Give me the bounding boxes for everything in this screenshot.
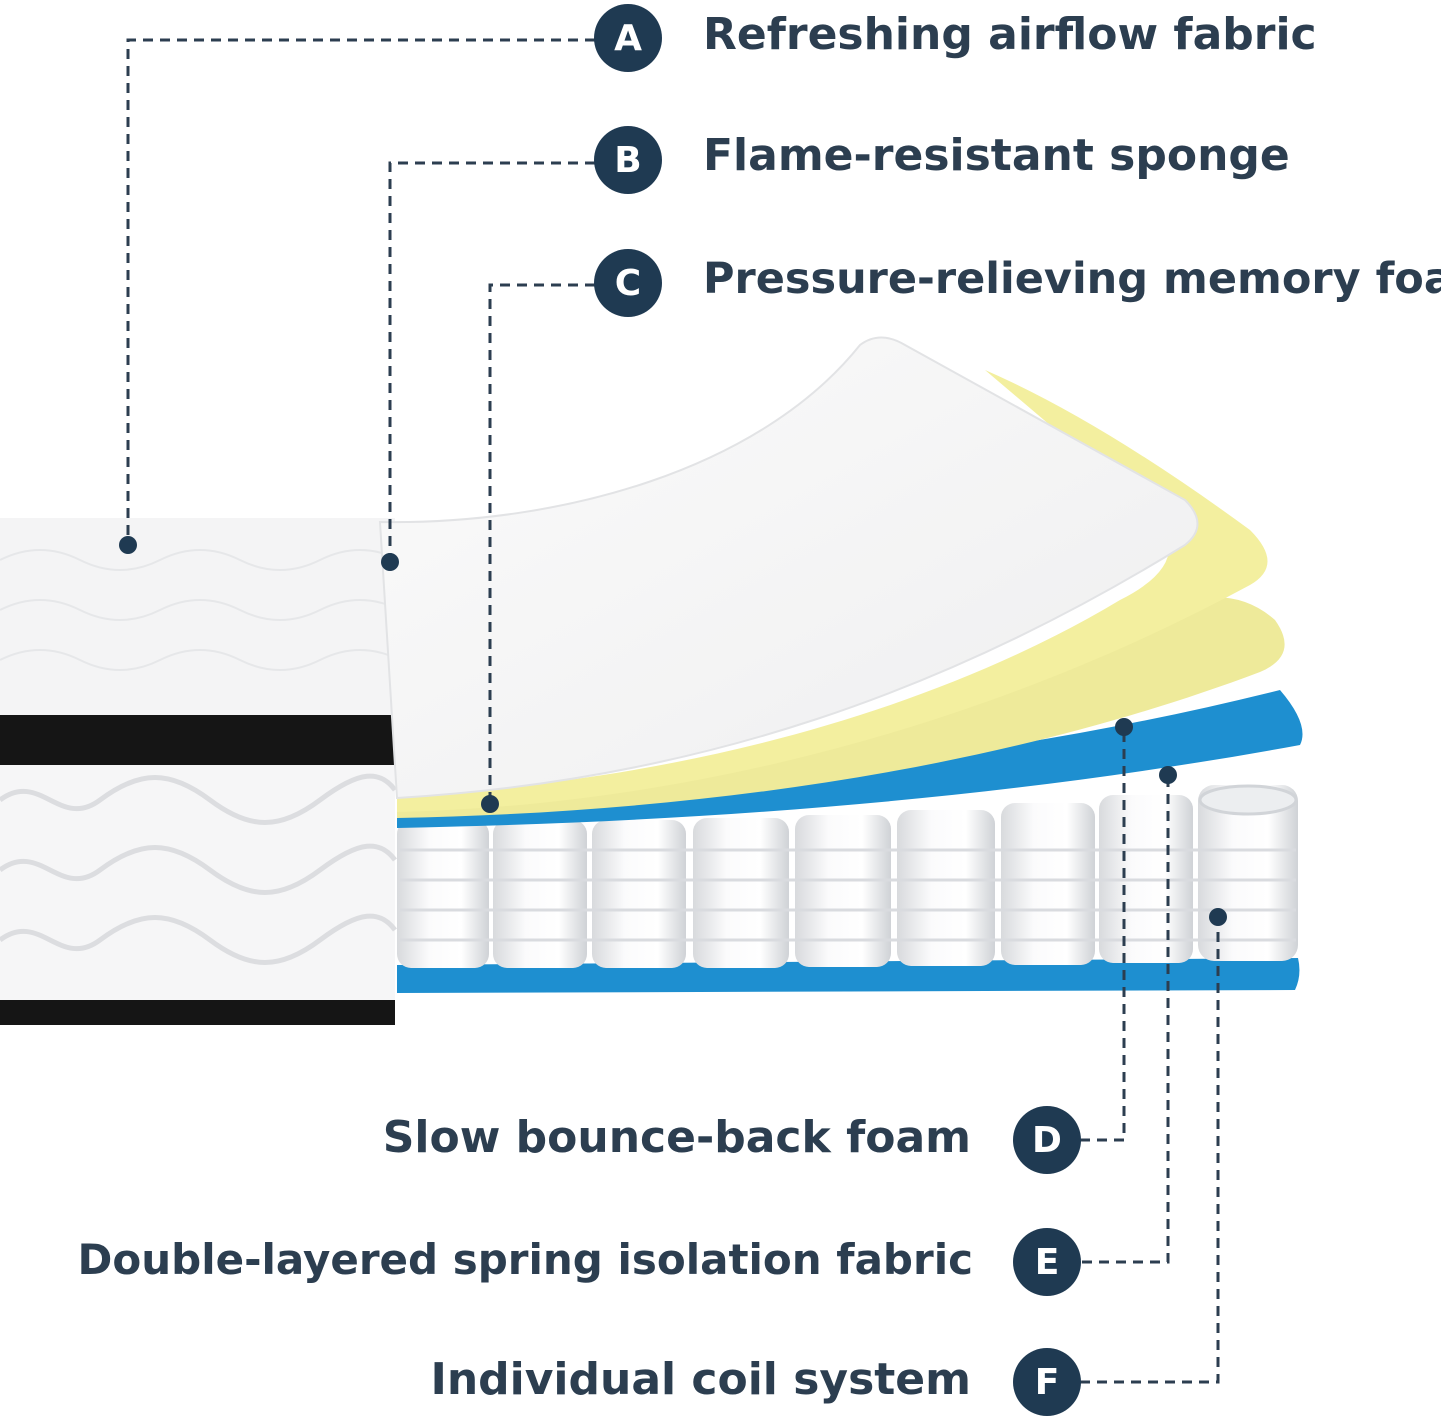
badge-c: C	[594, 249, 662, 317]
leader-lines	[126, 38, 1220, 1384]
coil	[1001, 803, 1095, 965]
exposed-coil-top	[1198, 784, 1298, 816]
leader-line-f	[1080, 917, 1220, 1384]
label-pressure-relieving-memory-foam: Pressure-relieving memory foam	[703, 254, 1441, 304]
leader-line-d	[1080, 727, 1126, 1142]
anchor-dot-f	[1209, 908, 1227, 926]
coil-ring-lines	[400, 848, 1296, 942]
leader-line-a	[126, 38, 595, 545]
coil	[693, 818, 789, 968]
badge-f: F	[1013, 1348, 1081, 1416]
anchor-dots	[119, 536, 1227, 926]
anchor-dot-e	[1159, 766, 1177, 784]
coil	[897, 810, 995, 966]
label-double-layered-spring-isolation-fabric: Double-layered spring isolation fabric	[77, 1235, 973, 1284]
anchor-dot-a	[119, 536, 137, 554]
badge-d: D	[1013, 1106, 1081, 1174]
leader-line-b	[388, 161, 595, 562]
coil	[493, 820, 587, 968]
anchor-dot-d	[1115, 718, 1133, 736]
mattress-side-block	[0, 518, 401, 1025]
black-border-band-top	[0, 715, 395, 765]
badge-a: A	[594, 4, 662, 72]
quilted-top-panel	[0, 518, 395, 718]
anchor-dot-b	[381, 553, 399, 571]
badge-b: B	[594, 126, 662, 194]
leader-line-c	[488, 283, 595, 804]
badge-e: E	[1013, 1228, 1081, 1296]
label-flame-resistant-sponge: Flame-resistant sponge	[703, 130, 1290, 181]
coil	[592, 820, 686, 968]
black-border-band-bottom	[0, 1000, 395, 1025]
label-slow-bounce-back-foam: Slow bounce-back foam	[382, 1112, 971, 1163]
label-refreshing-airflow-fabric: Refreshing airflow fabric	[703, 9, 1317, 60]
leader-line-e	[1082, 775, 1170, 1264]
coil-row	[397, 784, 1298, 968]
quilt-pattern	[0, 549, 401, 671]
coil	[397, 820, 489, 968]
wave-quilt-pattern	[0, 773, 397, 965]
label-individual-coil-system: Individual coil system	[430, 1354, 971, 1405]
anchor-dot-c	[481, 795, 499, 813]
flame-sponge-layer	[378, 336, 1199, 800]
quilted-side-panel	[0, 765, 395, 1000]
coil	[795, 815, 891, 967]
